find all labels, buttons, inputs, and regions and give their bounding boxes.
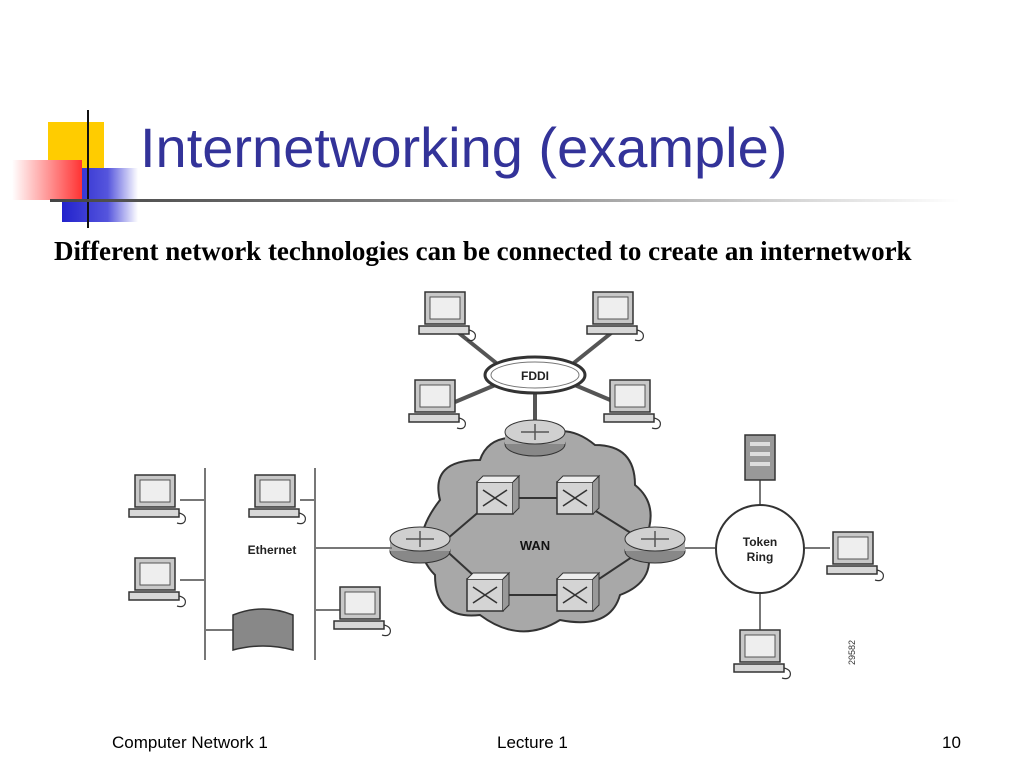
wan-switch-top-right <box>556 475 600 515</box>
wan-switch-top-left <box>476 475 520 515</box>
token-ring-label-line1: Token <box>743 535 777 549</box>
figure-id: 29582 <box>847 640 857 665</box>
footer-slide-number: 10 <box>942 733 961 752</box>
wan-switch-bottom-left <box>466 572 510 612</box>
router-fddi <box>504 419 566 457</box>
token-ring-network: Token Ring <box>685 434 885 680</box>
ethernet-network: Ethernet <box>128 468 392 660</box>
internetwork-diagram: FDDI WAN Ethernet <box>128 291 885 680</box>
slide-title: Internetworking (example) <box>140 116 788 179</box>
slide-subtitle: Different network technologies can be co… <box>54 236 912 266</box>
token-ring-label-line2: Ring <box>747 550 774 564</box>
ethernet-computer-2 <box>128 557 187 608</box>
footer-course: Computer Network 1 <box>112 733 268 752</box>
router-token-ring <box>624 526 686 564</box>
logo-red-bar <box>12 160 82 200</box>
footer-lecture: Lecture 1 <box>497 733 568 752</box>
fddi-computer-bottom-left <box>408 379 467 430</box>
ethernet-computer-4 <box>333 586 392 637</box>
server <box>744 434 776 481</box>
ethernet-computer-1 <box>128 474 187 525</box>
fddi-ring <box>483 355 587 395</box>
fddi-network: FDDI <box>408 291 662 430</box>
fddi-computer-top-right <box>586 291 645 342</box>
token-ring-computer-right <box>826 531 885 582</box>
slide-logo <box>12 110 140 228</box>
router-ethernet <box>389 526 451 564</box>
token-ring <box>715 504 805 594</box>
token-ring-computer-bottom <box>733 629 792 680</box>
fddi-computer-top-left <box>418 291 477 342</box>
wan-label: WAN <box>520 538 550 553</box>
wan-switch-bottom-right <box>556 572 600 612</box>
ethernet-label: Ethernet <box>248 543 297 557</box>
fddi-computer-bottom-right <box>603 379 662 430</box>
title-underline <box>50 199 960 202</box>
fddi-label: FDDI <box>521 369 549 383</box>
ethernet-printer <box>232 608 294 651</box>
wan-cloud: WAN <box>420 430 652 633</box>
ethernet-computer-3 <box>248 474 307 525</box>
